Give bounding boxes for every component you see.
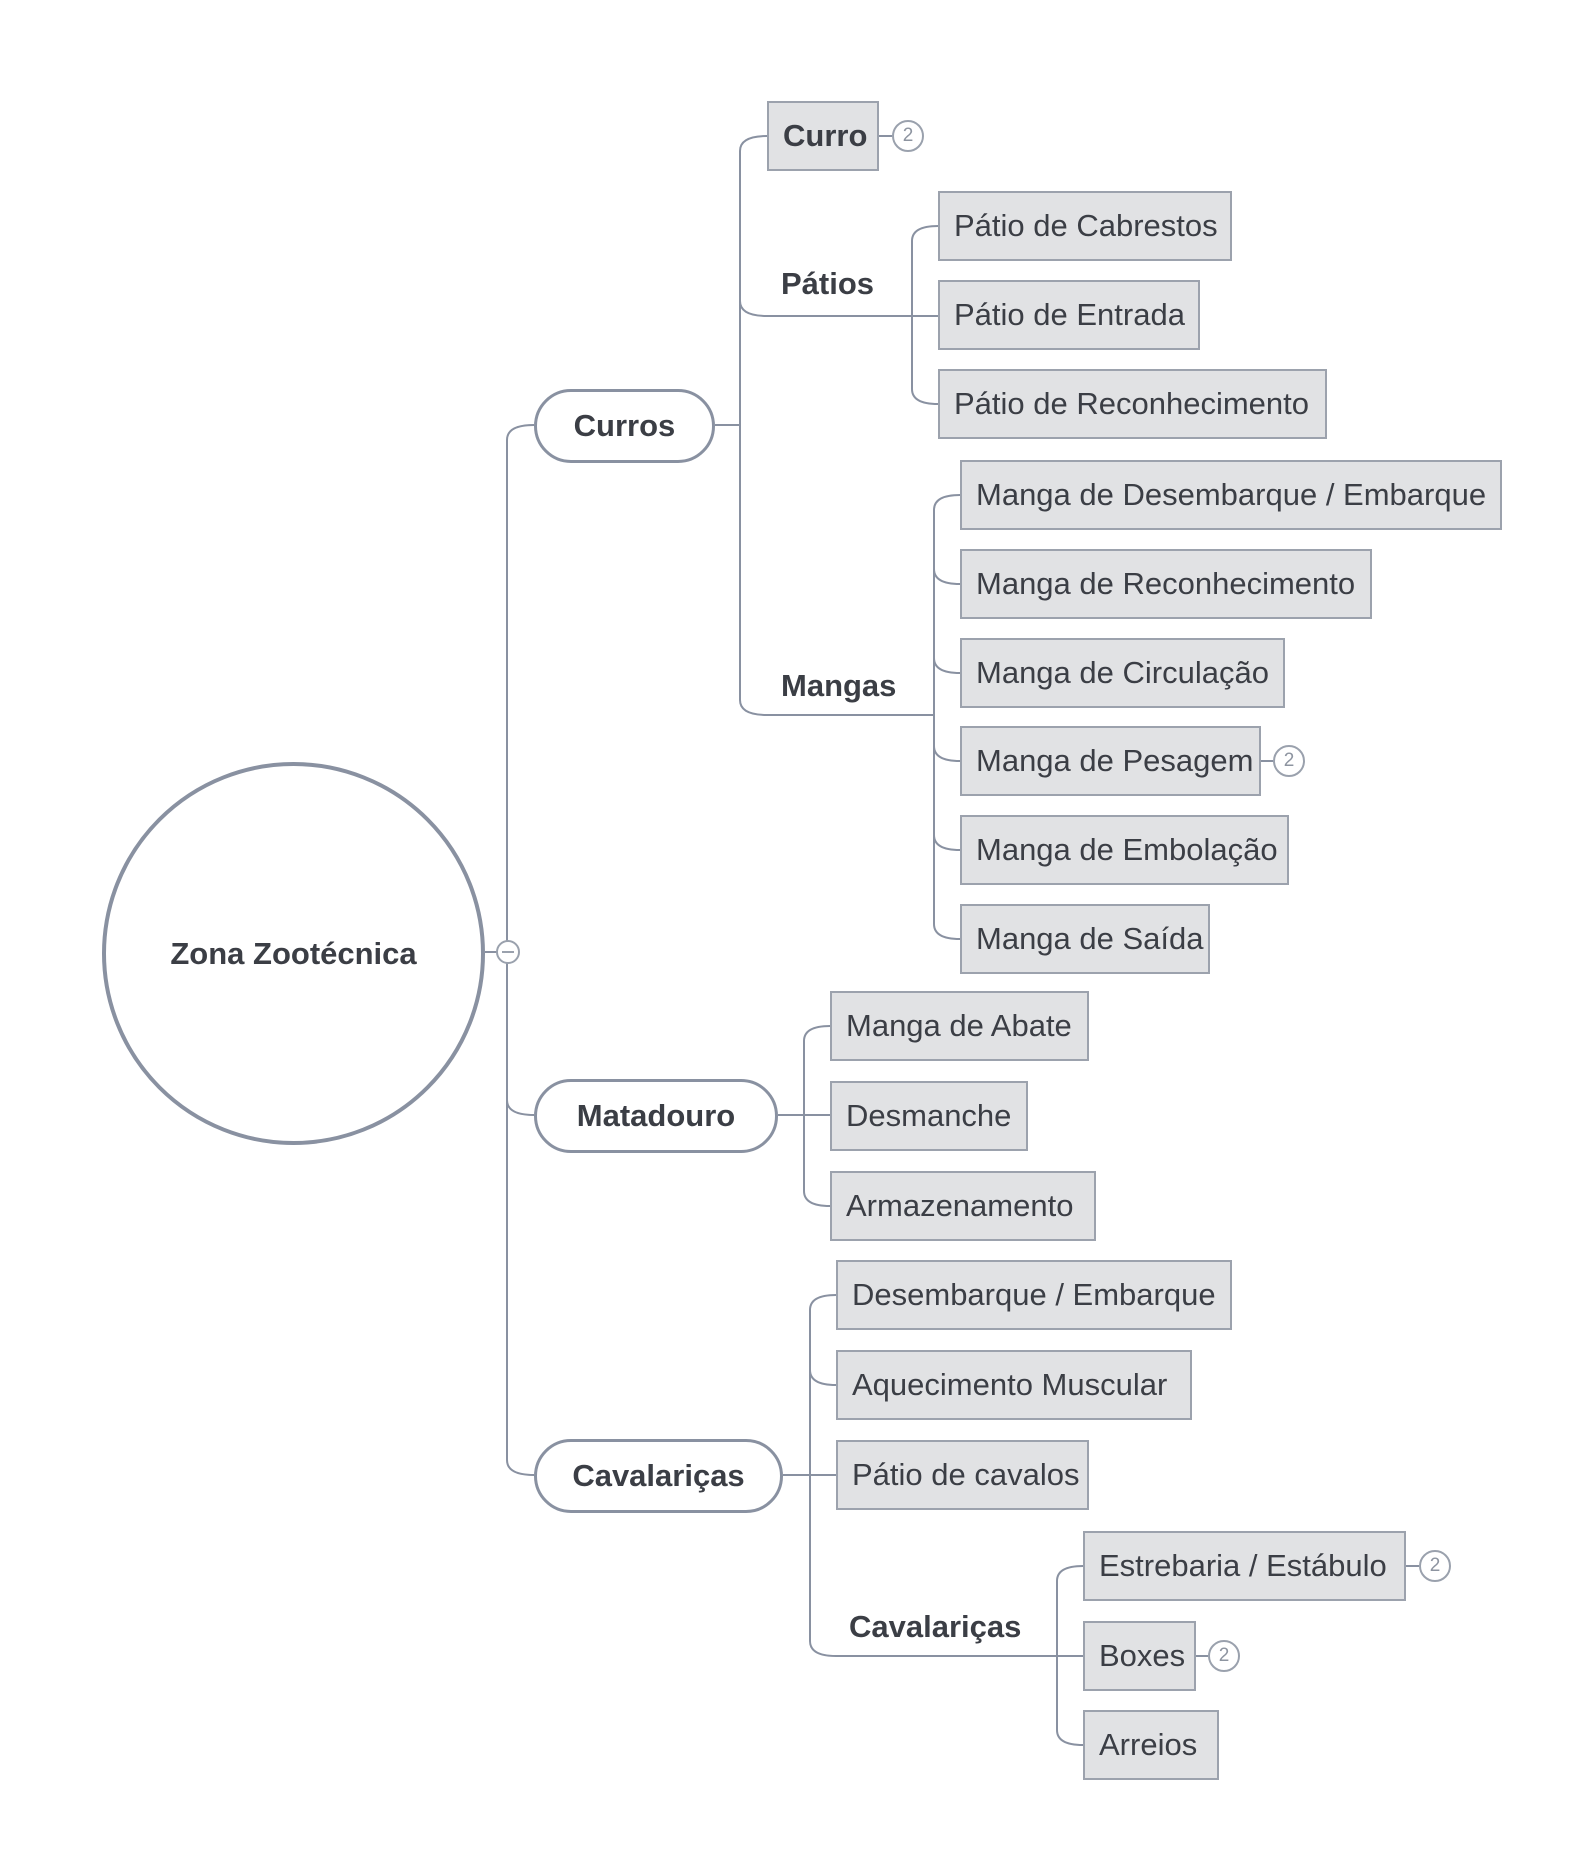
topic-desmanche[interactable]: Desmanche [830,1081,1028,1151]
topic-patio-reconhecimento[interactable]: Pátio de Reconhecimento [938,369,1327,439]
pesagem-count-badge[interactable]: 2 [1273,745,1305,777]
connector-mangas-children [933,494,961,940]
topic-manga-embolacao[interactable]: Manga de Embolação [960,815,1289,885]
label-cavalaricas-sub[interactable]: Cavalariças [849,1609,1022,1644]
collapse-toggle-icon[interactable] [496,940,520,964]
topic-manga-saida[interactable]: Manga de Saída [960,904,1210,974]
topic-patio-entrada[interactable]: Pátio de Entrada [938,280,1200,350]
topic-boxes[interactable]: Boxes [1083,1621,1196,1691]
topic-manga-desembarque[interactable]: Manga de Desembarque / Embarque [960,460,1502,530]
connector-cavalaricas-2 [809,1369,837,1386]
connector-curros-patios [739,300,912,317]
topic-arreios[interactable]: Arreios [1083,1710,1219,1780]
label-patios[interactable]: Pátios [781,266,875,301]
boxes-count-badge[interactable]: 2 [1208,1640,1240,1672]
branch-matadouro[interactable]: Matadouro [534,1079,778,1153]
connector-root-matadouro [506,1099,535,1116]
topic-desembarque-embarque[interactable]: Desembarque / Embarque [836,1260,1232,1330]
connector-cavalaricas-children [809,1294,1057,1657]
topic-manga-abate[interactable]: Manga de Abate [830,991,1089,1061]
connector-mangas-5 [933,834,961,851]
topic-aquecimento-muscular[interactable]: Aquecimento Muscular [836,1350,1192,1420]
branch-curros[interactable]: Curros [534,389,715,463]
topic-estrebaria-estabulo[interactable]: Estrebaria / Estábulo [1083,1531,1406,1601]
estrebaria-count-badge[interactable]: 2 [1419,1550,1451,1582]
branch-cavalaricas[interactable]: Cavalariças [534,1439,783,1513]
topic-manga-pesagem[interactable]: Manga de Pesagem [960,726,1261,796]
curro-count-badge[interactable]: 2 [892,120,924,152]
connector-mangas-3 [933,657,961,674]
topic-armazenamento[interactable]: Armazenamento [830,1171,1096,1241]
topic-manga-reconhecimento[interactable]: Manga de Reconhecimento [960,549,1372,619]
connector-mangas-4 [933,745,961,762]
topic-patio-cabrestos[interactable]: Pátio de Cabrestos [938,191,1232,261]
label-mangas[interactable]: Mangas [781,668,897,703]
connector-mangas-2 [933,568,961,585]
topic-manga-circulacao[interactable]: Manga de Circulação [960,638,1285,708]
topic-patio-cavalos[interactable]: Pátio de cavalos [836,1440,1089,1510]
topic-curro[interactable]: Curro [767,101,879,171]
root-node[interactable]: Zona Zootécnica [102,762,485,1145]
connector-curros-children [739,135,934,716]
